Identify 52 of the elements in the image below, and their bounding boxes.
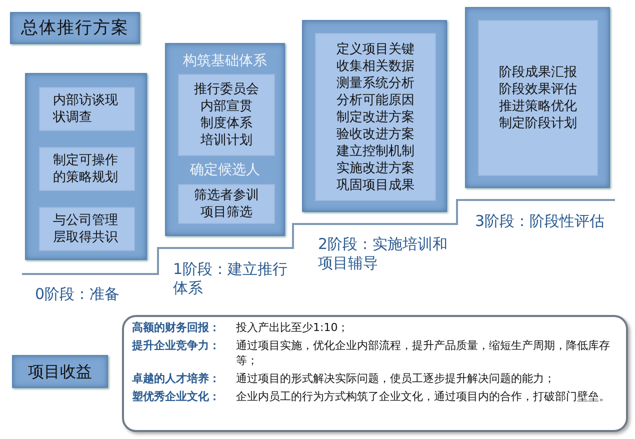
- step-text: 推行委员会: [194, 81, 259, 98]
- stage-panel: [165, 43, 285, 236]
- stage-label: 3阶段：阶段性评估: [475, 212, 605, 231]
- benefit-text: 企业内员工的行为方式构筑了企业文化，通过项目内的合作，打破部门壁垒。: [236, 389, 611, 404]
- step-box: [478, 20, 598, 176]
- step-text: 收集相关数据: [336, 58, 414, 74]
- step-box: [178, 74, 275, 156]
- step-text: 建立控制机制: [336, 142, 414, 160]
- heading: 总体推行方案: [21, 20, 129, 36]
- stage-label: 0阶段：准备: [35, 285, 121, 304]
- step-text: 验收改进方案: [336, 126, 414, 142]
- step-text: 制度体系: [200, 115, 252, 132]
- benefit-panel: [122, 315, 628, 432]
- benefit-text: 投入产出比至少1:10；: [236, 320, 350, 335]
- step-text: 筛选者参训: [194, 187, 259, 204]
- stage-panel: [465, 7, 610, 188]
- stage-panel: [302, 20, 447, 212]
- benefit-heading: 塑优秀企业文化：: [132, 389, 221, 404]
- benefit-text: 通过项目实施，优化企业内部流程，提升产品质量，缩短生产周期，降低库存等；: [236, 338, 611, 368]
- step-text: 内部宣贯: [200, 98, 252, 115]
- step-text: 制定可操作的策略规划: [53, 152, 119, 186]
- benefit-heading: 高额的财务回报：: [132, 320, 221, 335]
- benefit-title-box: [12, 355, 108, 388]
- step-text: 制定改进方案: [336, 108, 414, 126]
- step-text: 制定阶段计划: [499, 115, 577, 132]
- step-text: 项目筛选: [200, 204, 252, 221]
- step-box: [39, 147, 135, 191]
- benefit-heading: 提升企业竞争力：: [132, 338, 221, 354]
- benefit-text: 通过项目的形式解决实际问题，使员工逐步提升解决问题的能力；: [236, 371, 556, 386]
- stage-label: 2阶段：实施培训和项目辅导: [318, 235, 449, 273]
- title-box: [10, 12, 140, 44]
- step-text: 巩固项目成果: [336, 176, 414, 194]
- benefit-heading: 卓越的人才培养：: [132, 371, 221, 386]
- section-heading: 构筑基础体系: [182, 52, 268, 71]
- step-text: 阶段成果汇报: [499, 64, 577, 81]
- step-text: 定义项目关键: [336, 40, 414, 58]
- step-text: 培训计划: [200, 132, 252, 149]
- step-box: [315, 33, 436, 201]
- step-text: 实施改进方案: [336, 160, 414, 176]
- step-text: 阶段效果评估: [499, 81, 577, 98]
- step-text: 分析可能原因: [336, 92, 414, 108]
- stage-label: 1阶段：建立推行体系: [173, 260, 289, 298]
- step-box: [178, 184, 275, 224]
- section-heading: 确定候选人: [189, 161, 261, 180]
- step-text: 测量系统分析: [336, 74, 414, 92]
- step-box: [39, 207, 135, 251]
- heading: 项目收益: [28, 363, 92, 380]
- stage-panel: [25, 73, 147, 260]
- step-text: 与公司管理层取得共识: [53, 212, 119, 246]
- step-text: 推进策略优化: [499, 98, 577, 115]
- step-text: 内部访谈现状调查: [53, 92, 119, 126]
- step-box: [39, 87, 135, 131]
